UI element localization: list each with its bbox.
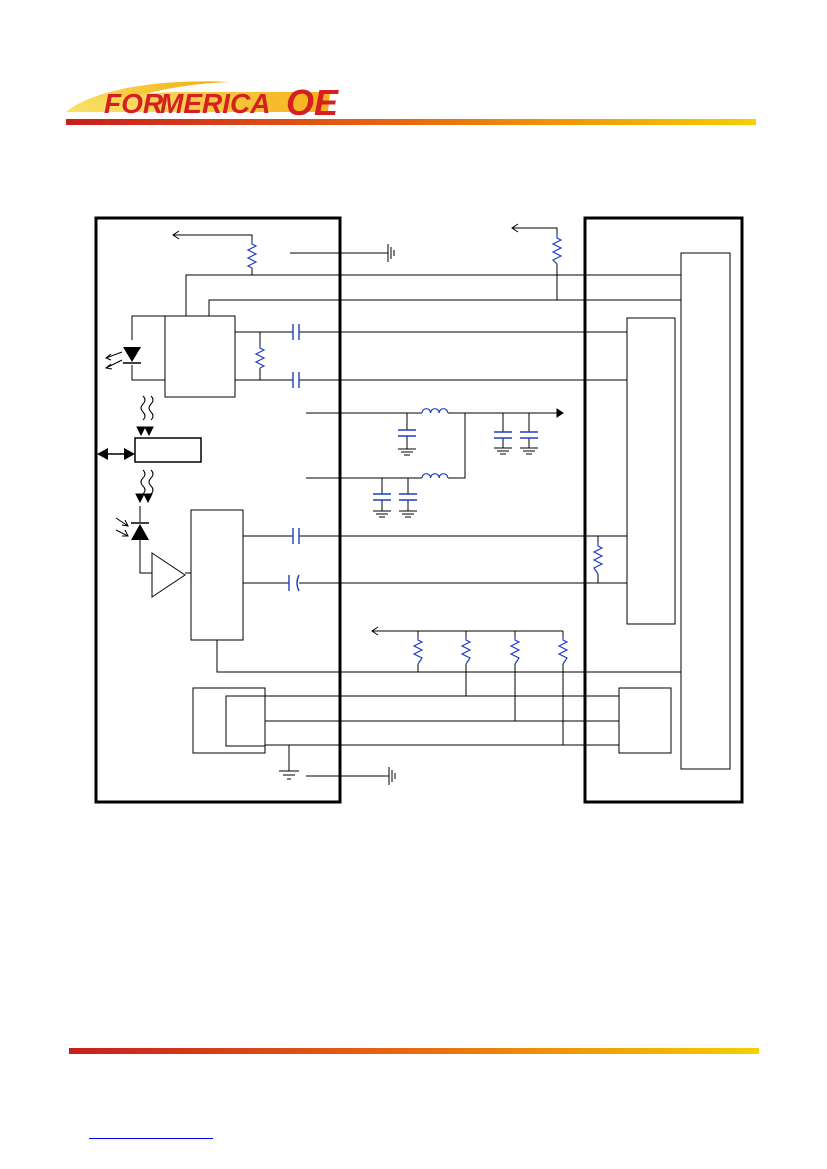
resistors <box>246 234 604 665</box>
control-resistor-2 <box>460 636 472 665</box>
tx-coupling-cap-1 <box>292 324 300 340</box>
wires <box>131 227 681 777</box>
photodiode <box>115 517 149 540</box>
signal-ground-bottom <box>279 770 299 780</box>
pullup-resistor-host <box>551 234 563 265</box>
rx-coupling-cap-1 <box>292 528 300 544</box>
inductors <box>421 408 449 479</box>
host-board-box <box>583 216 744 804</box>
tx-termination-resistor <box>254 345 266 369</box>
chassis-ground-bottom <box>388 767 396 785</box>
logo-text-part3: OE <box>286 82 339 123</box>
laser-driver-block <box>164 315 236 398</box>
footer-rule <box>69 1048 759 1054</box>
laser-diode <box>104 347 141 370</box>
eeprom-inner-block <box>225 695 266 747</box>
header-rule <box>66 119 756 125</box>
filter-inductor-top <box>421 408 449 414</box>
chassis-ground-top <box>387 244 395 262</box>
rx-termination-resistor <box>592 542 604 575</box>
cap-ground-2 <box>494 447 512 455</box>
control-resistor-4 <box>557 636 569 665</box>
filter-cap-1 <box>398 429 416 437</box>
tx-coupling-cap-2 <box>292 372 300 388</box>
logo-text-part1: FOR <box>104 88 164 119</box>
pullup-resistor-top <box>246 240 258 269</box>
transceiver-module-box <box>94 216 342 804</box>
rx-coupling-cap-2 <box>288 574 300 592</box>
control-resistor-1 <box>412 636 424 665</box>
cap-ground-3 <box>520 447 538 455</box>
vcc-arrow-host <box>511 223 519 233</box>
photodiode-icon <box>131 524 149 540</box>
optical-port-block <box>134 437 202 463</box>
vcc-arrow-control <box>371 626 379 636</box>
capacitors <box>288 324 538 592</box>
post-amplifier-block <box>190 509 244 641</box>
light-reception-waves <box>135 469 154 504</box>
logo-text-part2: MERICA <box>160 88 270 119</box>
cap-ground-1 <box>398 448 416 456</box>
laser-diode-icon <box>123 347 141 362</box>
serdes-block <box>626 317 676 625</box>
arrows <box>172 223 564 636</box>
vcc-out-arrowhead <box>556 408 564 418</box>
host-connector-block <box>680 252 731 770</box>
component-blocks <box>134 252 731 770</box>
ground-symbols <box>279 244 538 785</box>
company-logo: FOR MERICA OE <box>66 81 339 123</box>
control-resistor-3 <box>509 636 521 665</box>
host-controller-block <box>618 687 672 754</box>
filter-cap-2 <box>494 431 512 439</box>
cap-ground-5 <box>399 510 417 518</box>
optical-fiber-bidirectional-arrow <box>97 448 135 460</box>
transimpedance-amplifier-icon <box>151 552 186 598</box>
cap-ground-4 <box>373 510 391 518</box>
light-emission-waves <box>136 395 154 437</box>
footer-link[interactable] <box>89 1124 213 1139</box>
filter-cap-5 <box>399 493 417 501</box>
vcc-arrow-left <box>172 230 180 240</box>
filter-cap-3 <box>520 431 538 439</box>
filter-cap-4 <box>373 493 391 501</box>
filter-inductor-bottom <box>421 473 449 479</box>
